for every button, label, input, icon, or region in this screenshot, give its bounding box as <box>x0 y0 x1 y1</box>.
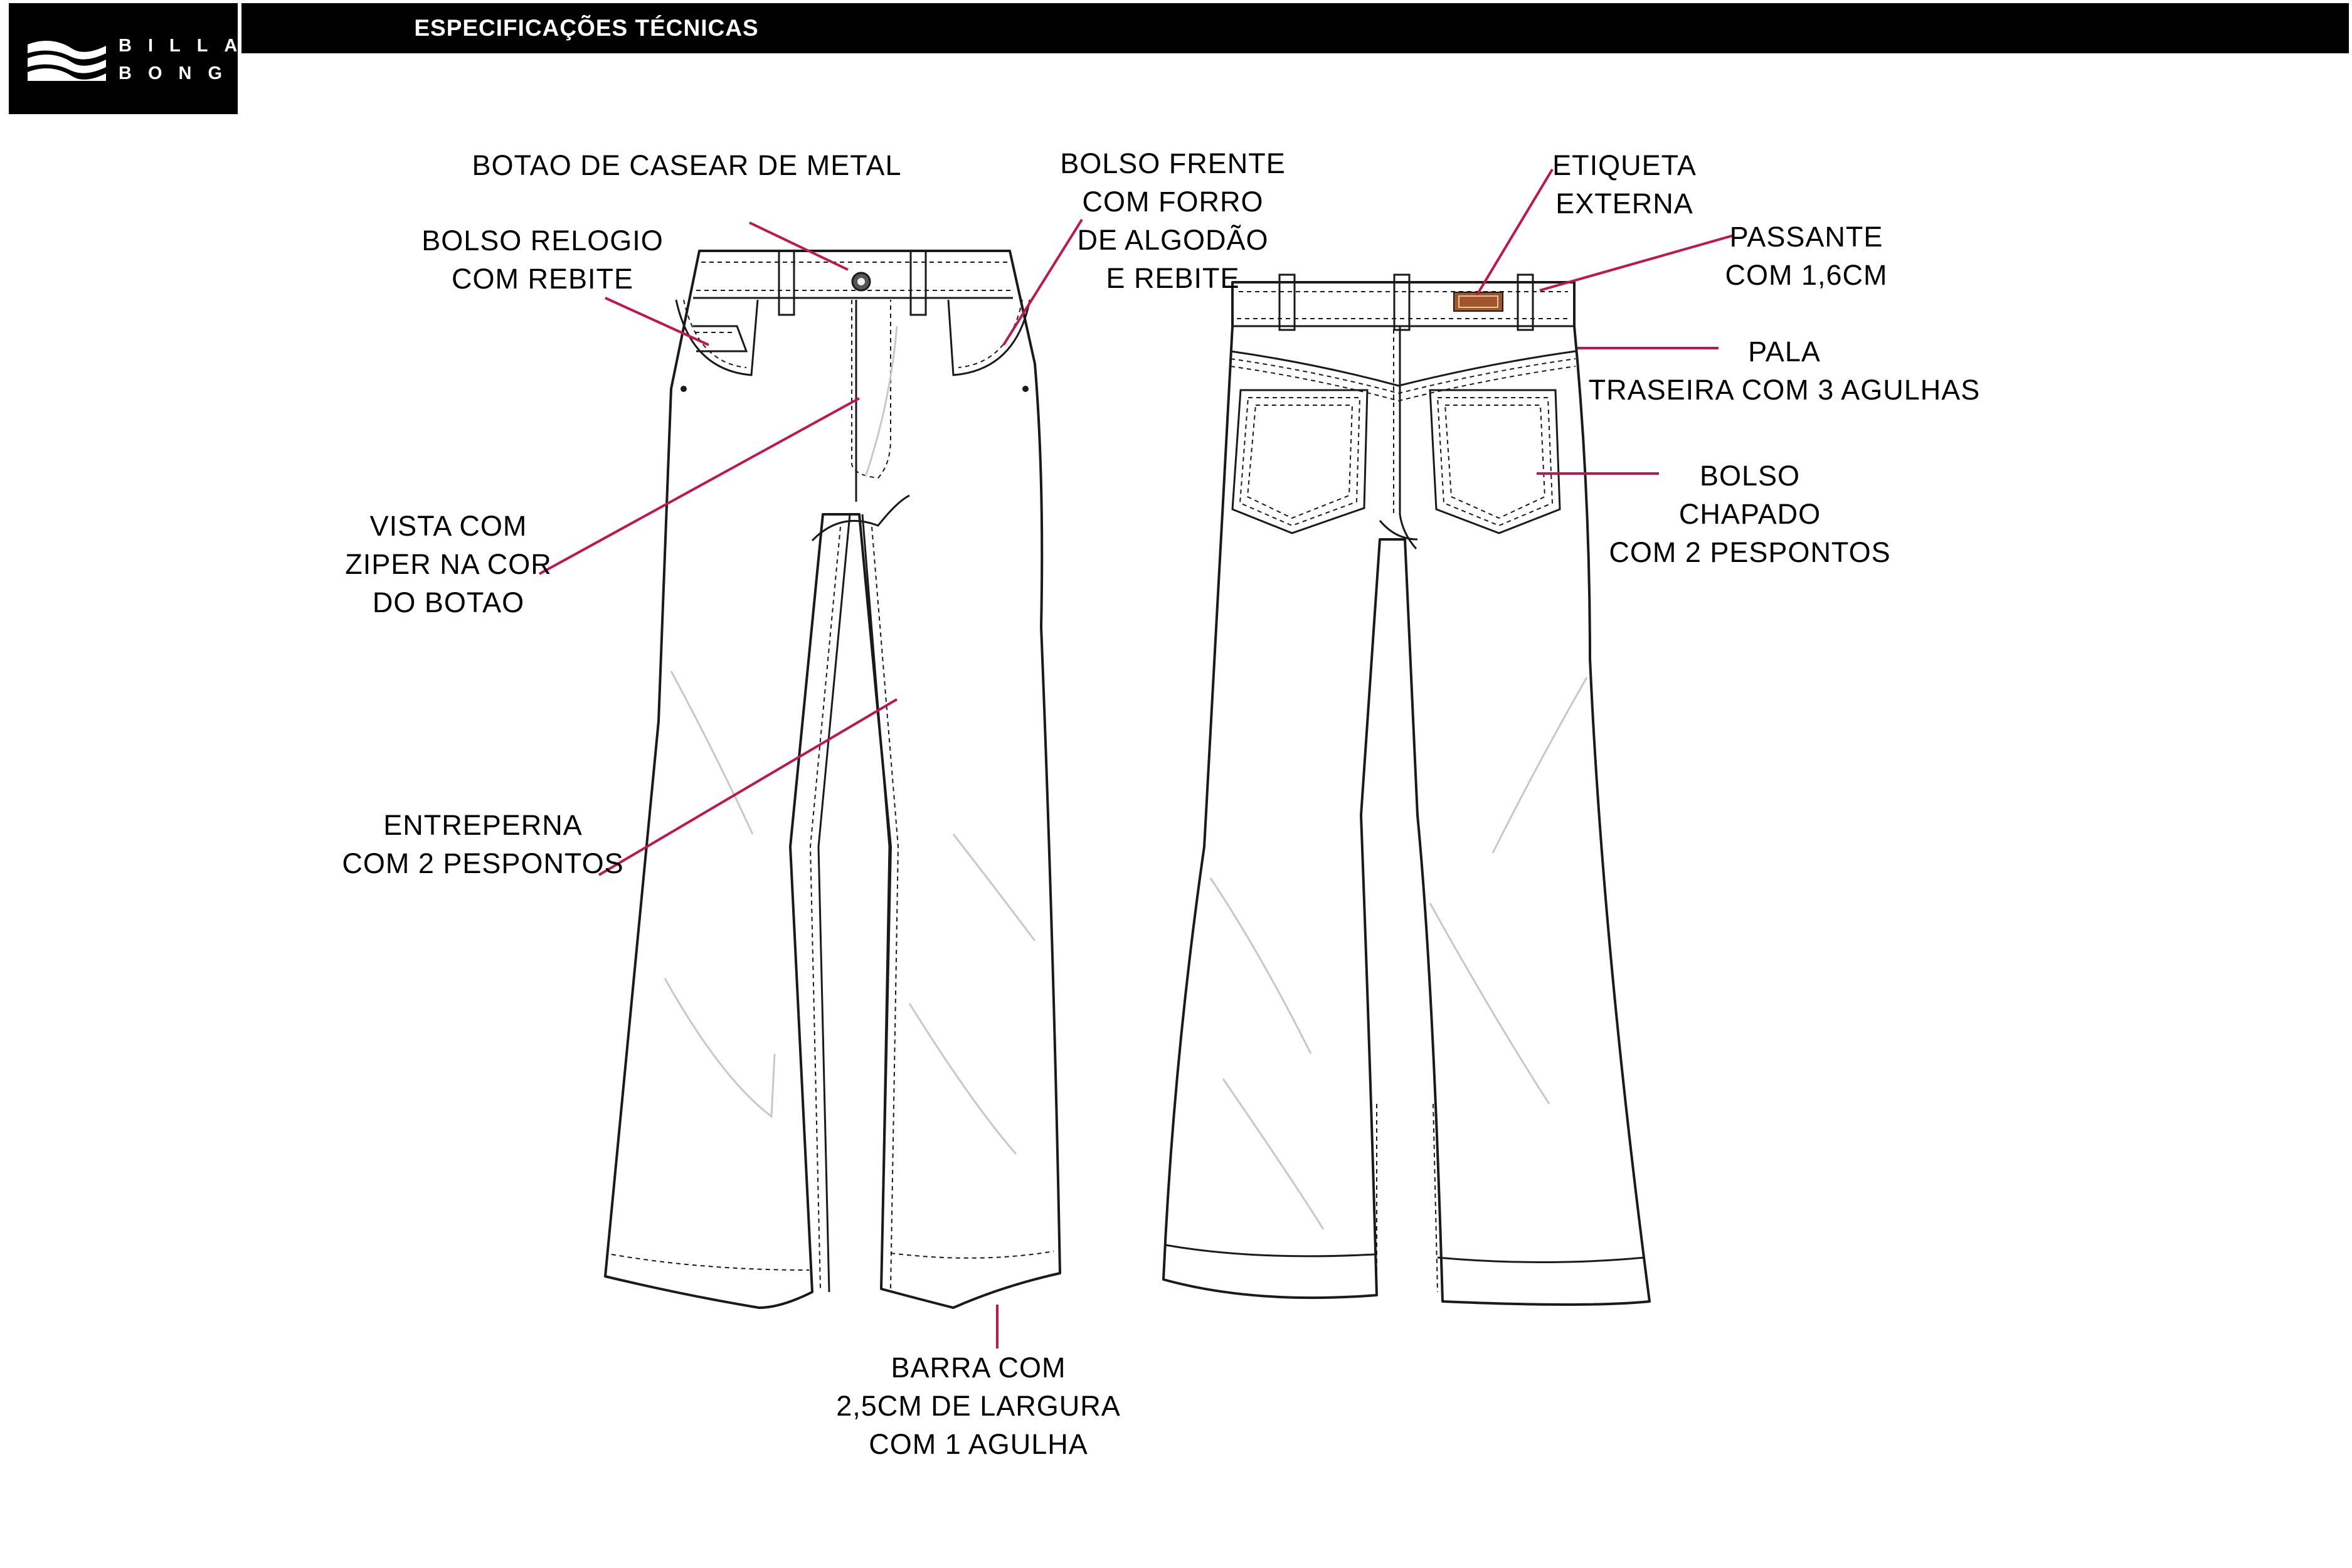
back-pocket-left <box>1231 389 1369 534</box>
page-title: ESPECIFICAÇÕES TÉCNICAS <box>414 15 759 41</box>
back-hem-left <box>1165 1244 1375 1258</box>
title-bar <box>241 3 2349 53</box>
front-pocket-right <box>947 299 1031 376</box>
front-view <box>604 250 1061 1309</box>
brand-logo: BILLA BONG <box>9 3 238 114</box>
leader-entreperna <box>598 698 898 876</box>
leader-etiqueta <box>1476 168 1554 296</box>
back-belt-loop-right <box>1517 273 1534 331</box>
back-inseam <box>1379 520 1418 541</box>
rivet-icon <box>681 386 687 392</box>
callout-pala: PALA TRASEIRA COM 3 AGULHAS <box>1588 336 1981 406</box>
front-belt-loop-left <box>778 250 795 316</box>
back-view <box>1162 273 1651 1306</box>
front-inseam-left <box>817 514 851 1293</box>
front-hem-stitch-left <box>611 1254 810 1271</box>
back-pants-outline <box>1162 281 1651 1306</box>
front-crotch-line <box>811 494 910 542</box>
callout-etiqueta: ETIQUETA EXTERNA <box>1552 149 1697 220</box>
leader-lines <box>539 168 1735 1348</box>
back-shadow <box>1491 677 1588 854</box>
callout-barra: BARRA COM 2,5CM DE LARGURA COM 1 AGULHA <box>836 1352 1121 1460</box>
back-belt-loop-left <box>1278 273 1296 331</box>
callout-passante: PASSANTE COM 1,6CM <box>1725 221 1888 291</box>
front-fly-stitch <box>851 300 891 479</box>
back-hem-right <box>1437 1256 1645 1263</box>
callout-botao: BOTAO DE CASEAR DE METAL <box>472 149 902 181</box>
front-hem-stitch-right <box>890 1251 1054 1259</box>
leader-vista <box>539 397 860 575</box>
callout-entreperna: ENTREPERNA COM 2 PESPONTOS <box>342 809 624 879</box>
callout-bolso-relogio: BOLSO RELOGIO COM REBITE <box>421 225 664 295</box>
leader-botao <box>749 221 849 271</box>
front-belt-loop-right <box>909 250 927 316</box>
front-pocket-left <box>675 299 759 376</box>
wave-logo-icon <box>28 40 106 81</box>
leader-bolso-relogio <box>605 297 709 346</box>
front-inseam-right <box>861 514 891 1290</box>
leader-bolso-frente <box>1002 218 1083 346</box>
front-pants-outline <box>604 250 1061 1309</box>
back-center-seam <box>1399 326 1417 549</box>
brand-word-line1: BILLA <box>119 36 254 56</box>
brand-word-line2: BONG <box>119 63 238 83</box>
back-yoke-line <box>1230 350 1576 387</box>
front-shadow <box>670 670 754 835</box>
back-pocket-right <box>1429 389 1561 534</box>
callout-bolso-frente: BOLSO FRENTE COM FORRO DE ALGODÃO E REBI… <box>1060 147 1286 294</box>
callout-vista: VISTA COM ZIPER NA COR DO BOTAO <box>345 510 552 618</box>
leader-passante <box>1539 234 1735 292</box>
back-belt-loop-center <box>1393 273 1411 331</box>
watch-pocket <box>693 325 748 352</box>
callout-bolso-chapado: BOLSO CHAPADO COM 2 PESPONTOS <box>1609 460 1891 568</box>
rivet-icon <box>1022 386 1029 392</box>
